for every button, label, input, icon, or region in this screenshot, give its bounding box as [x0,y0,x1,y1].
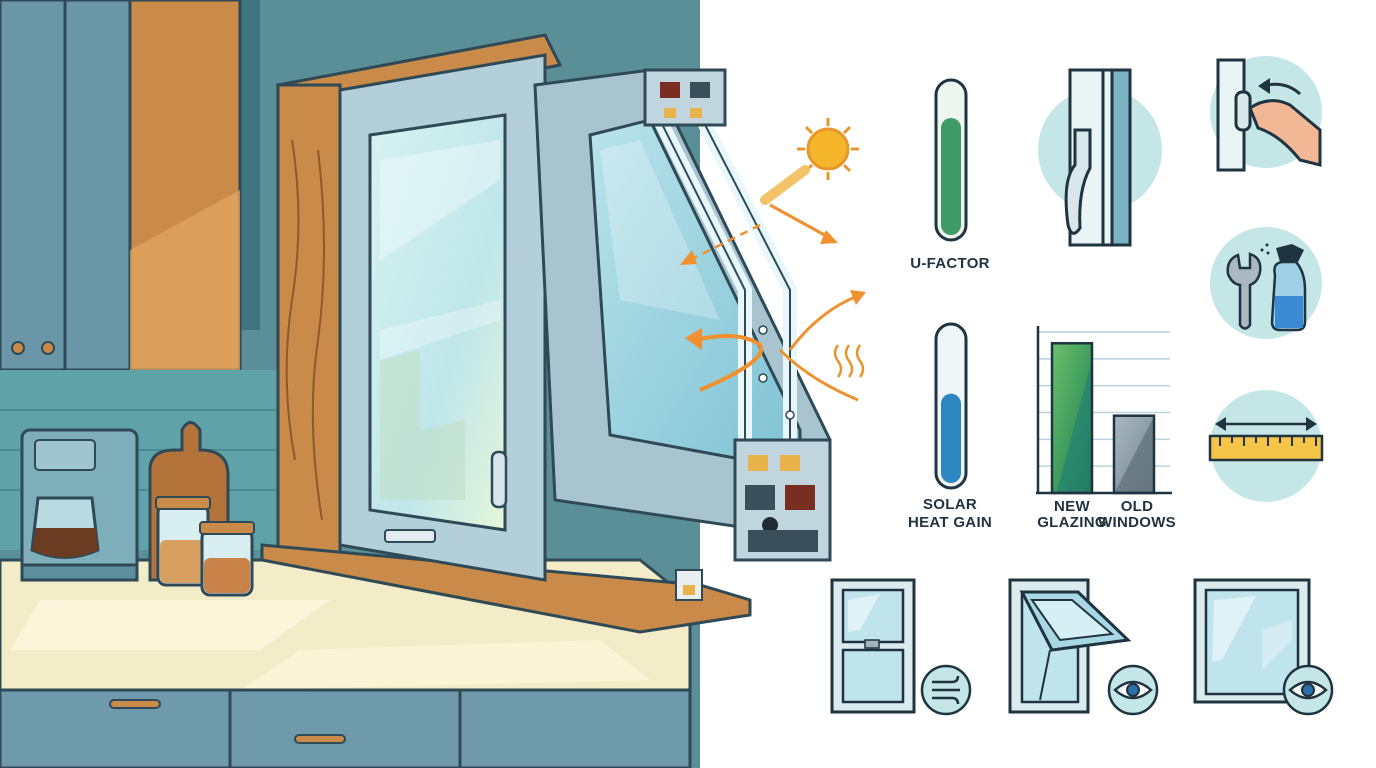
window-latch-handle [490,450,508,509]
eye-icon [1282,664,1334,716]
chart-category-label-new-line1: NEW [1054,498,1090,515]
double-hung-window-icon [830,578,916,714]
drawer-handle [294,734,346,744]
window-handle-icon [1038,68,1162,247]
glazing-comparison-chart [1036,326,1172,495]
u-factor-gauge-fill [941,118,961,235]
chart-category-label-old-line2: WINDOWS [1098,514,1176,531]
jar-left [155,496,211,587]
casement-window [260,33,832,634]
eye-icon [1107,664,1159,716]
lower-cabinets [0,688,692,768]
cabinet-knob [11,341,25,355]
u-factor-label: U-FACTOR [910,255,990,272]
window-crank [384,529,436,543]
sill-profile [675,569,703,601]
jar-right [199,521,255,597]
airflow-icon [920,664,972,716]
ruler-measurement-icon [1208,390,1324,502]
u-factor-gauge [934,78,968,242]
chart-bar-0 [1050,342,1094,495]
frame-profile-top [643,68,727,127]
drawer-handle [109,699,161,709]
solar-ray-arrows [680,165,866,402]
coffee-maker [20,428,139,582]
window-casing-left [276,83,342,557]
solar-heat-gain-label-line2: HEAT GAIN [908,514,992,531]
cabinet-knob [41,341,55,355]
sun-icon [797,118,859,180]
hand-turning-handle-icon [1210,56,1322,172]
chart-category-label-old-line1: OLD [1121,498,1154,515]
heat-waves-icon [833,344,865,378]
picture-window-icon [1193,578,1311,704]
awning-window-icon [1008,578,1132,714]
frame-profile-bottom [733,438,832,562]
wrench-and-spray-bottle-icon [1210,227,1322,339]
solar-heat-gain-gauge-fill [941,393,961,483]
chart-bar-1 [1112,414,1156,495]
chart-category-label-new-line2: GLAZING [1037,514,1107,531]
solar-heat-gain-gauge [934,322,968,490]
chart-bars [1050,342,1156,495]
solar-heat-gain-label-line1: SOLAR [923,496,977,513]
